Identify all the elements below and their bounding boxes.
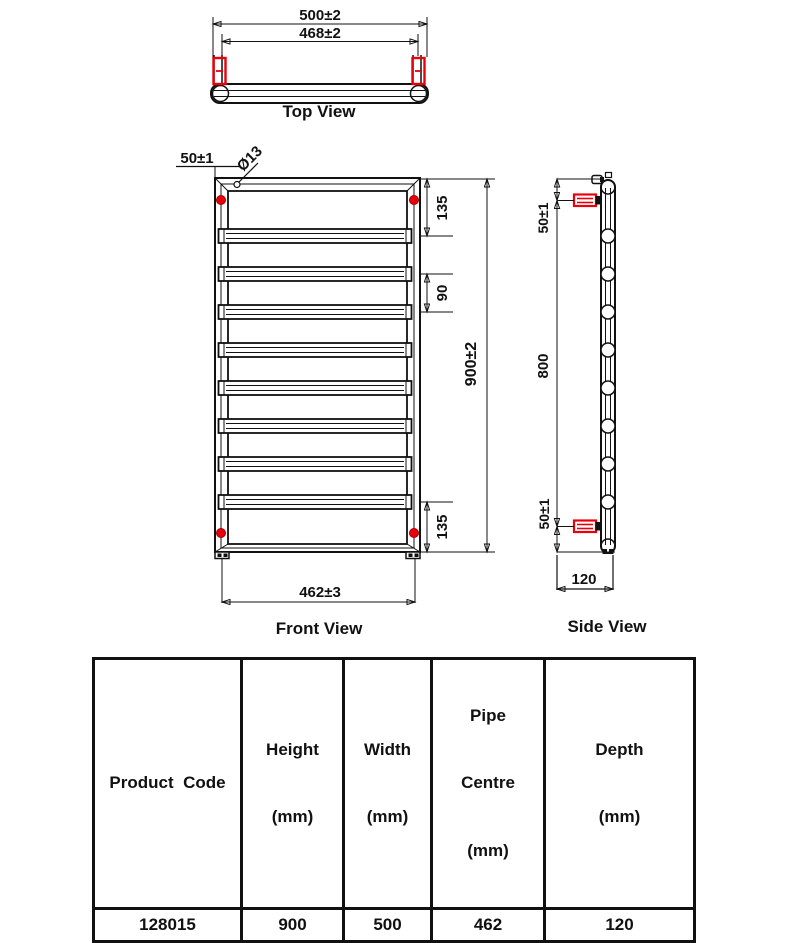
dim-side-bracket-spacing: 800 [535, 353, 552, 378]
header-line: Centre [461, 773, 515, 793]
dim-top-bracket-centres: 468±2 [299, 25, 341, 42]
value-pipe-centre: 462 [430, 906, 546, 943]
side-view-wall-bracket-bottom [572, 519, 602, 534]
header-line: Product Code [109, 773, 226, 793]
dim-front-bottom-rail-offset: 135 [434, 514, 451, 539]
header-line: (mm) [271, 806, 314, 826]
dim-front-overall-height: 900±2 [463, 342, 480, 386]
header-pipe-centre: Pipe Centre (mm) [430, 657, 546, 910]
side-view-label: Side View [567, 617, 647, 636]
table-value-row: 128015 900 500 462 120 [92, 906, 696, 943]
front-view-label: Front View [276, 619, 363, 638]
bracket-point-top-left [216, 195, 226, 205]
header-line: Pipe [470, 705, 506, 725]
header-line: (mm) [467, 840, 509, 860]
front-view-feet [214, 551, 421, 560]
header-line: Width [363, 739, 412, 759]
bracket-point-top-right [409, 195, 419, 205]
header-line: Depth [595, 739, 644, 759]
header-width: Width (mm) [342, 657, 433, 910]
top-view-wall-bracket-left [212, 56, 227, 86]
dim-side-bottom-bracket-offset: 50±1 [536, 498, 552, 529]
dim-front-hole-diameter: Ø13 [234, 143, 266, 175]
header-product-code: Product Code [92, 657, 243, 910]
value-width: 500 [342, 906, 433, 943]
header-height: Height (mm) [240, 657, 345, 910]
top-view-label: Top View [282, 102, 356, 121]
table-header-row: Product Code Height (mm) Width (mm) Pipe… [92, 657, 696, 910]
bracket-point-bottom-left [216, 528, 226, 538]
front-view-bottom-dimension-lines [222, 559, 415, 603]
dim-top-overall-width: 500±2 [299, 7, 341, 24]
top-view-wall-bracket-right [411, 56, 426, 86]
side-view-rail-ends [600, 228, 616, 510]
dim-front-rail-pitch: 90 [434, 285, 451, 302]
header-line: (mm) [598, 806, 641, 826]
dim-front-pipe-centres: 462±3 [299, 584, 341, 601]
front-view-right-dimension-lines [420, 179, 495, 552]
front-view: 50±1 Ø13 135 90 135 900±2 462±3 Front Vi… [176, 143, 495, 638]
front-view-hole-callout [176, 162, 259, 189]
dim-side-depth: 120 [571, 571, 596, 588]
top-view-body [210, 55, 429, 104]
header-depth: Depth (mm) [543, 657, 696, 910]
side-view-wall-bracket-top [572, 193, 602, 208]
value-depth: 120 [543, 906, 696, 943]
side-view: 50±1 800 50±1 120 Side View [535, 171, 647, 636]
value-product-code: 128015 [92, 906, 243, 943]
dim-side-top-bracket-offset: 50±1 [535, 202, 551, 233]
dim-front-bracket-side-offset: 50±1 [180, 150, 213, 167]
top-view-crossbar [210, 83, 429, 104]
value-height: 900 [240, 906, 345, 943]
top-view: 500±2 468±2 Top View [210, 7, 429, 121]
side-view-dimension-lines [557, 179, 615, 590]
dim-front-top-rail-offset: 135 [434, 195, 451, 220]
radiator-technical-drawing: 500±2 468±2 Top View [176, 7, 647, 638]
bracket-point-bottom-right [409, 528, 419, 538]
header-line: Height [266, 739, 319, 759]
header-line: (mm) [366, 806, 409, 826]
top-view-dimension-lines [213, 17, 427, 57]
